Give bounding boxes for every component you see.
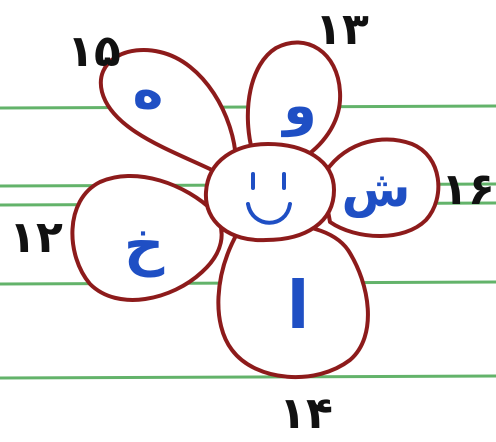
petal-number-top: ۱۳ <box>315 4 369 55</box>
smile <box>246 202 292 225</box>
petal-letter-top: و <box>280 74 317 137</box>
rule-line <box>0 374 496 380</box>
petal-bottom <box>216 223 370 380</box>
petal-left <box>70 174 224 302</box>
flower-center <box>203 142 336 243</box>
petal-number-bottom: ۱۴ <box>279 388 333 439</box>
petal-right <box>320 137 441 238</box>
petal-top-left <box>98 47 238 172</box>
petal-top <box>245 40 343 162</box>
petal-letter-left: خ <box>124 213 165 278</box>
petal-letter-top-left: ه <box>133 61 164 121</box>
smiley-face-icon <box>246 172 292 225</box>
petal-letter-right: ش <box>342 160 411 218</box>
petal-letter-bottom: ا <box>287 267 310 344</box>
petal-number-left: ۱۲ <box>9 212 63 263</box>
petal-number-right: ۱۶ <box>441 164 495 215</box>
petal-number-top-left: ۱۵ <box>67 26 121 77</box>
